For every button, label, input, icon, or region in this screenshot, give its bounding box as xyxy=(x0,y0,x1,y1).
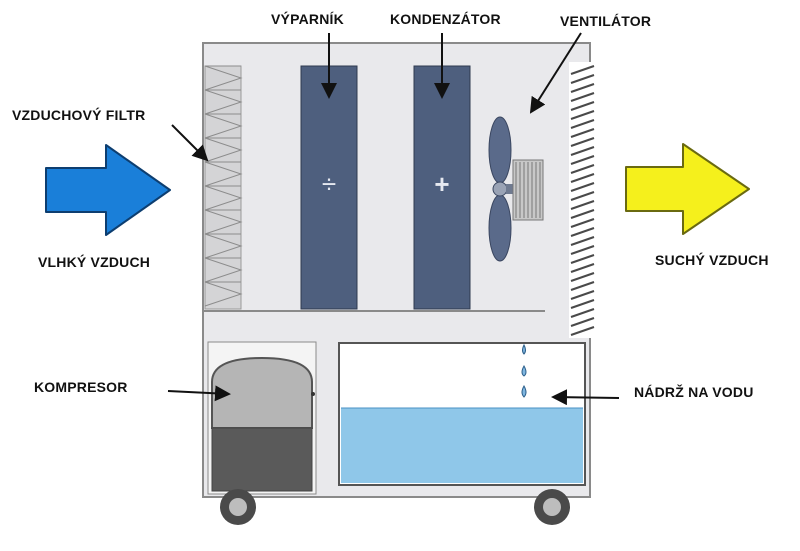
outlet-grille xyxy=(569,62,596,338)
fan xyxy=(488,116,544,262)
humid-air-arrow xyxy=(45,144,171,236)
wheels xyxy=(220,489,570,525)
air-filter xyxy=(204,65,243,310)
fan-pointer xyxy=(529,32,582,114)
dry-air-arrow xyxy=(625,143,750,235)
evaporator-label: VÝPARNÍK xyxy=(271,11,344,27)
condenser-label: KONDENZÁTOR xyxy=(390,11,501,27)
condenser-coil xyxy=(413,65,471,310)
water-tank-label: NÁDRŽ NA VODU xyxy=(634,384,754,400)
compressor-label: KOMPRESOR xyxy=(34,379,128,395)
water-tank-pointer xyxy=(551,389,620,406)
water xyxy=(341,408,583,483)
fan-label: VENTILÁTOR xyxy=(560,13,652,29)
water-drops xyxy=(521,343,527,398)
compressor xyxy=(207,341,317,495)
humid-air-label: VLHKÝ VZDUCH xyxy=(38,254,151,270)
condenser-sign: + xyxy=(434,169,449,199)
filter-pointer xyxy=(171,124,209,162)
evaporator-sign: ÷ xyxy=(322,169,336,199)
compressor-pointer xyxy=(167,385,231,402)
air-filter-label: VZDUCHOVÝ FILTR xyxy=(12,107,146,123)
dry-air-label: SUCHÝ VZDUCH xyxy=(655,252,769,268)
water-tank xyxy=(338,342,586,486)
